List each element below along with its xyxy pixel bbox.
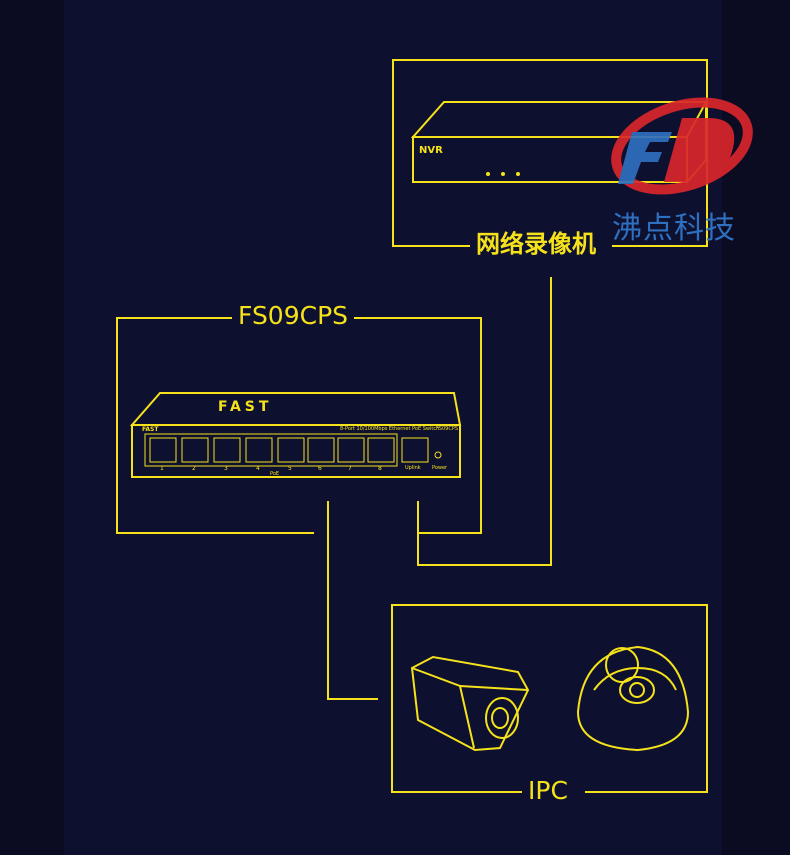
switch-brand-label: FAST (142, 426, 159, 433)
switch-model-short: FS09CPS (436, 426, 459, 432)
watermark-logo (611, 97, 753, 195)
switch-uplink-text: Uplink (405, 465, 421, 471)
port-number-6: 6 (318, 465, 322, 472)
nvr-box-frame (392, 59, 708, 247)
nvr-caption: 网络录像机 (470, 232, 602, 256)
ipc-box-frame (391, 604, 708, 793)
switch-caption: FS09CPS (232, 303, 355, 328)
switch-to-nvr-line (417, 277, 552, 566)
nvr-device-text: NVR (419, 145, 443, 156)
port-number-5: 5 (288, 465, 292, 472)
port-number-1: 1 (160, 465, 164, 472)
switch-box-frame (116, 317, 482, 534)
ipc-caption: IPC (522, 778, 574, 803)
switch-brand-logo: FAST (218, 399, 273, 415)
switch-model-text: 8-Port 10/100Mbps Ethernet PoE Switch (340, 426, 440, 432)
port-number-2: 2 (192, 465, 196, 472)
switch-poe-text: PoE (270, 471, 280, 477)
dome-camera-icon (576, 645, 690, 752)
port-number-8: 8 (378, 465, 382, 472)
port-number-3: 3 (224, 465, 228, 472)
bullet-camera-icon (410, 655, 530, 752)
switch-ports (144, 433, 442, 467)
switch-device-icon (129, 392, 462, 478)
port-number-4: 4 (256, 465, 260, 472)
port-number-7: 7 (348, 465, 352, 472)
switch-power-text: Power (432, 465, 448, 471)
switch-to-ipc-line (327, 501, 378, 700)
watermark-company-text: 沸点科技 (612, 211, 736, 246)
nvr-indicator-dots (486, 172, 520, 176)
